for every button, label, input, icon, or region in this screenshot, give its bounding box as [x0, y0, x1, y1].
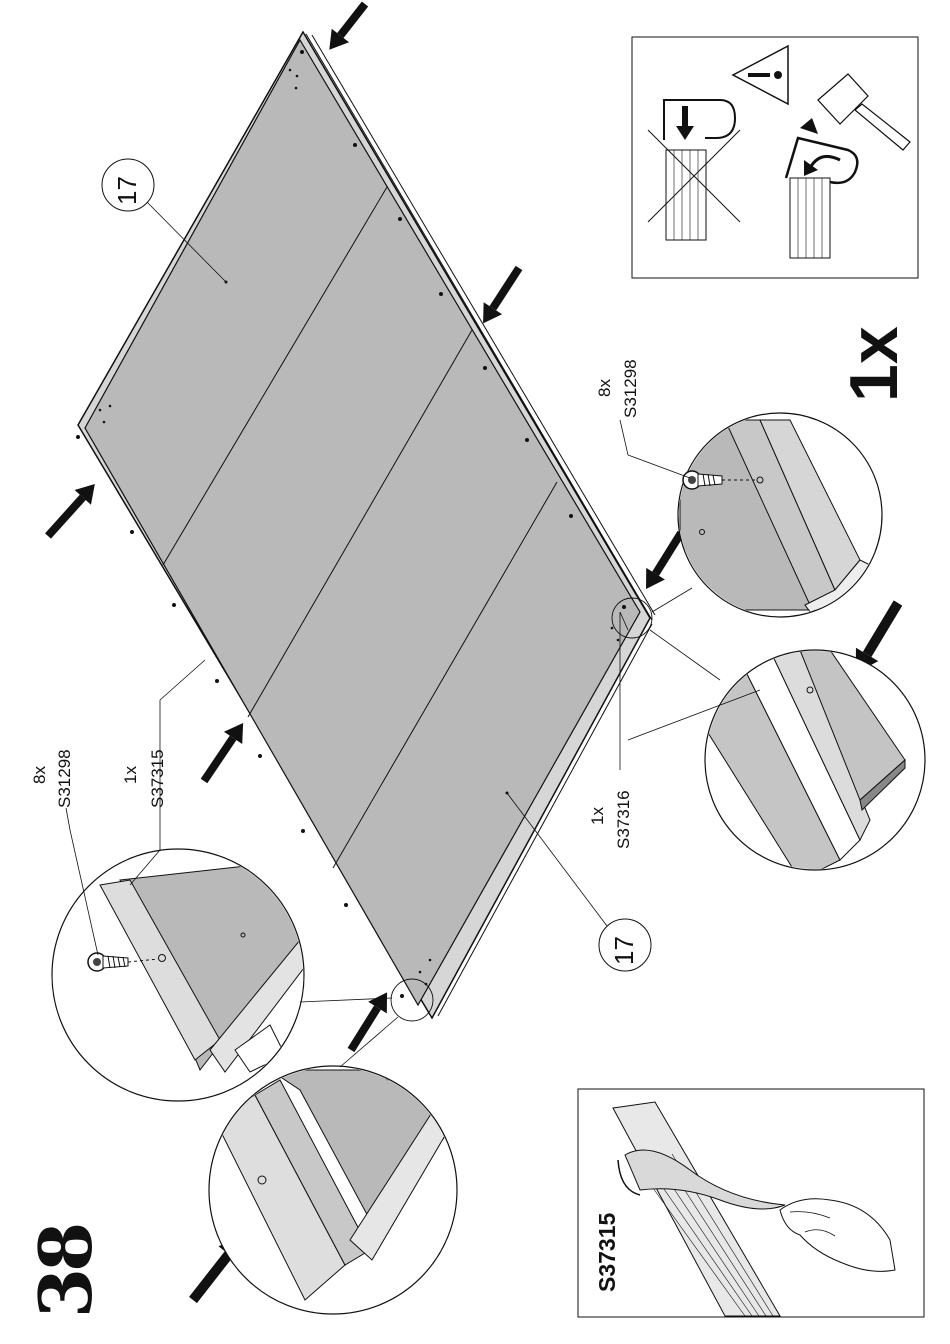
- screw-right-qty: 8x: [596, 379, 613, 397]
- panel-label-bottom: 17: [611, 936, 637, 965]
- screw-left-code: S31298: [56, 749, 73, 808]
- assembly-quantity: 1x: [840, 326, 908, 402]
- rail-right-qty: 1x: [589, 807, 606, 825]
- detail-rail-right: [700, 650, 925, 880]
- tape-part-code: S37315: [596, 1213, 619, 1292]
- rail-left-qty: 1x: [122, 766, 139, 784]
- tape-instruction-box: [578, 1089, 924, 1317]
- warning-box: [632, 37, 918, 278]
- detail-screw-right: [678, 413, 882, 625]
- detail-rail-left: [209, 1066, 460, 1314]
- rail-left-code: S37315: [149, 749, 166, 808]
- rail-right-code: S37316: [615, 790, 632, 849]
- screw-right-code: S31298: [622, 359, 639, 418]
- screw-left-qty: 8x: [31, 766, 48, 784]
- step-number: 38: [30, 1226, 102, 1318]
- panel-label-top: 17: [114, 176, 140, 205]
- detail-screw-left: [52, 849, 310, 1101]
